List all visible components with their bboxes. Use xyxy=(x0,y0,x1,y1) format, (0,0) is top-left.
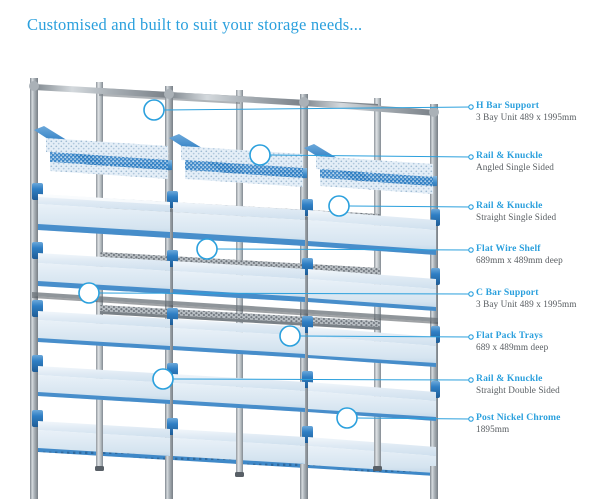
callout-label-post-nickel-chrome: Post Nickel Chrome 1895mm xyxy=(476,412,561,435)
callout-label-c-bar-support: C Bar Support 3 Bay Unit 489 x 1995mm xyxy=(476,287,577,310)
page-title: Customised and built to suit your storag… xyxy=(27,15,363,34)
c-bar-support xyxy=(32,292,438,324)
shelf-level-1 xyxy=(34,126,437,194)
callout-title: H Bar Support xyxy=(476,100,540,111)
callout-subtitle: 689 x 489mm deep xyxy=(476,341,549,352)
callout-label-rail-knuckle-straight-double: Rail & Knuckle Straight Double Sided xyxy=(476,373,560,396)
callout-subtitle: Straight Single Sided xyxy=(476,211,557,222)
callout-subtitle: 689mm x 489mm deep xyxy=(476,254,563,265)
legs xyxy=(30,412,438,499)
callout-subtitle: 3 Bay Unit 489 x 1995mm xyxy=(476,111,577,122)
callout-title: Rail & Knuckle xyxy=(476,150,543,161)
shelf-level-6 xyxy=(32,410,436,476)
callout-label-rail-knuckle-straight-single: Rail & Knuckle Straight Single Sided xyxy=(476,200,556,223)
callout-label-rail-knuckle-angled-single: Rail & Knuckle Angled Single Sided xyxy=(476,150,554,173)
callout-subtitle: 1895mm xyxy=(476,423,510,434)
callout-label-flat-wire-shelf: Flat Wire Shelf 689mm x 489mm deep xyxy=(476,243,563,266)
shelving-rack-photo xyxy=(0,60,470,499)
callout-label-h-bar-support: H Bar Support 3 Bay Unit 489 x 1995mm xyxy=(476,100,577,123)
callout-title: Flat Pack Trays xyxy=(476,330,543,341)
callout-title: C Bar Support xyxy=(476,287,539,298)
callout-title: Post Nickel Chrome xyxy=(476,412,561,423)
rear-posts xyxy=(96,82,381,420)
callout-subtitle: Angled Single Sided xyxy=(476,161,554,172)
callout-subtitle: Straight Double Sided xyxy=(476,384,560,395)
callout-title: Flat Wire Shelf xyxy=(476,243,541,254)
callout-subtitle: 3 Bay Unit 489 x 1995mm xyxy=(476,298,577,309)
callout-title: Rail & Knuckle xyxy=(476,373,543,384)
callout-label-flat-pack-trays: Flat Pack Trays 689 x 489mm deep xyxy=(476,330,548,353)
callout-title: Rail & Knuckle xyxy=(476,200,543,211)
